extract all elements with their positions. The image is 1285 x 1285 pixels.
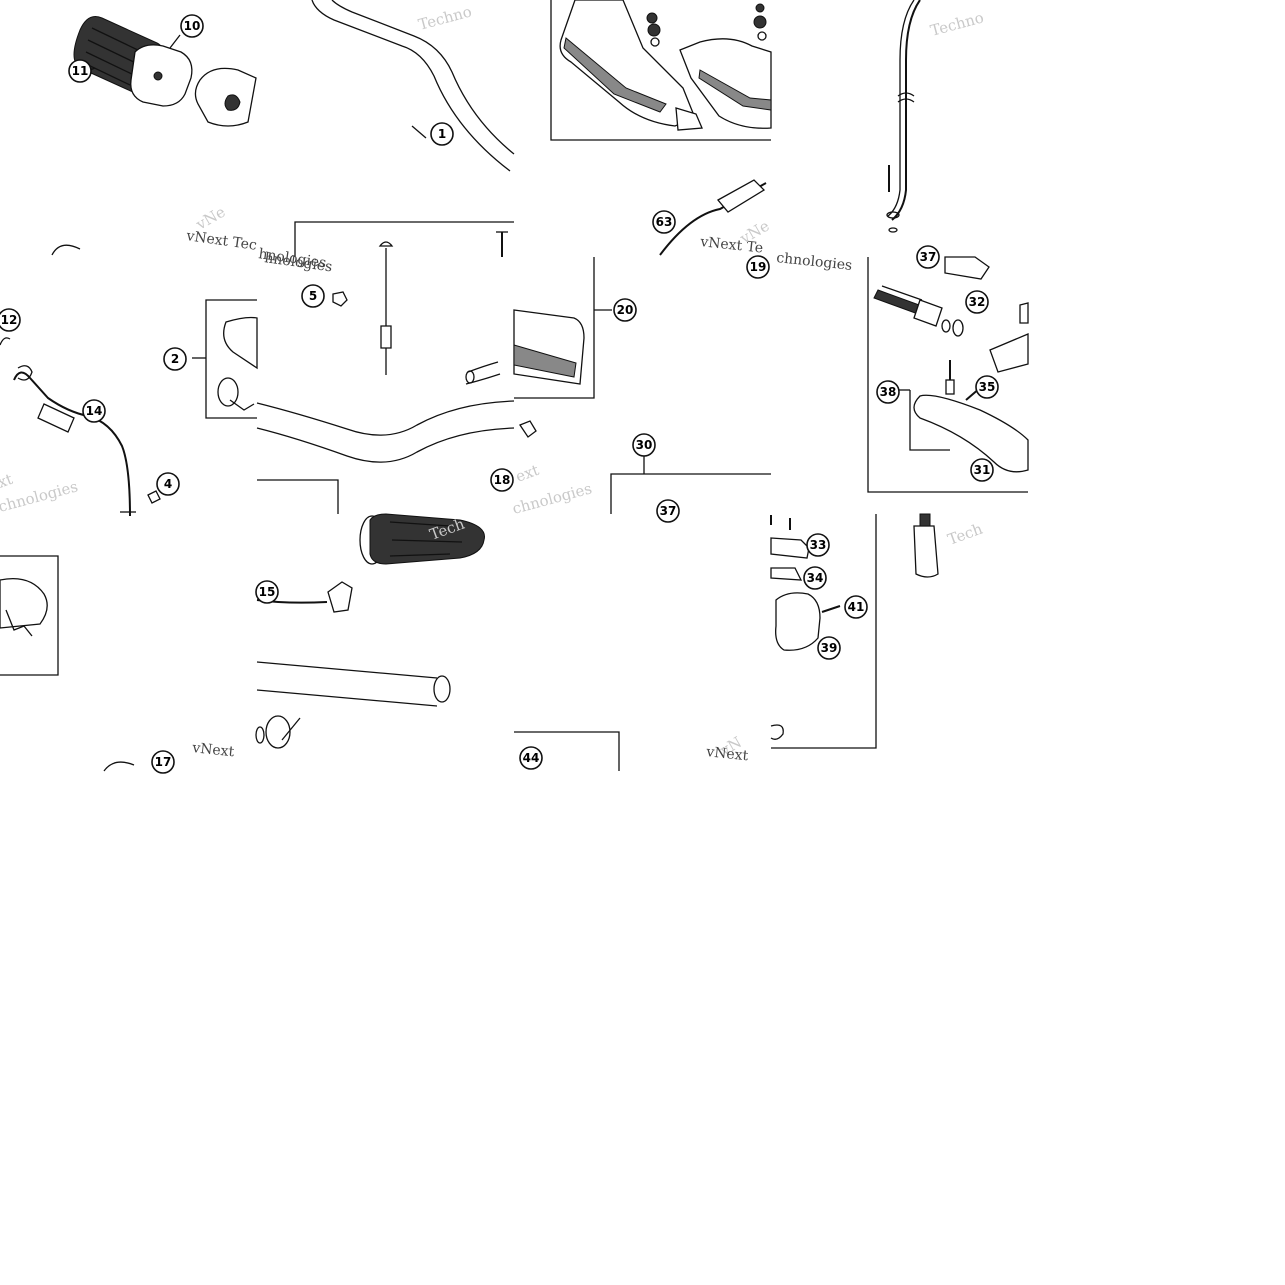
- svg-text:63: 63: [656, 215, 673, 229]
- tile-handlebar: [294, 0, 515, 257]
- watermark-techno-2: Techno: [928, 8, 985, 39]
- tile-cable: [886, 0, 921, 233]
- watermark-vnext-4: vNext: [705, 744, 750, 764]
- tile-grip-bar: [255, 513, 485, 749]
- watermark-xt-1: xt: [0, 470, 15, 492]
- svg-text:35: 35: [979, 380, 996, 394]
- watermark-vnext-3: vNext: [191, 740, 236, 760]
- callout-15: 15: [255, 580, 279, 604]
- mount-bolts: [646, 3, 767, 47]
- watermark-tech-2: Tech: [945, 519, 985, 548]
- tile-hand-guards: [550, 0, 772, 256]
- watermark-techno-1: Techno: [416, 2, 473, 33]
- watermark-vnext-2: vNext Te: [699, 234, 764, 257]
- callouts: 10 11 1 63 19 37 12 2 14 4 5 18 20 30 37…: [0, 14, 999, 774]
- svg-text:19: 19: [750, 260, 767, 274]
- watermark-hnologies-2: hnologies: [263, 250, 333, 275]
- tile-throttle-cable: [0, 299, 258, 517]
- callout-34: 34: [803, 566, 827, 590]
- svg-text:30: 30: [636, 438, 653, 452]
- callout-37-top: 37: [916, 245, 940, 269]
- callout-33: 33: [806, 533, 830, 557]
- callout-44: 44: [519, 746, 543, 770]
- callout-35: 35: [975, 375, 999, 399]
- watermark-chnologies-2: chnologies: [510, 479, 593, 517]
- callout-17: 17: [151, 750, 175, 774]
- svg-text:31: 31: [974, 463, 991, 477]
- svg-text:32: 32: [969, 295, 986, 309]
- svg-text:18: 18: [494, 473, 511, 487]
- callout-4: 4: [156, 472, 180, 496]
- callout-2: 2: [163, 347, 187, 371]
- callout-18: 18: [490, 468, 514, 492]
- callout-31: 31: [970, 458, 994, 482]
- svg-text:4: 4: [164, 477, 172, 491]
- svg-text:14: 14: [86, 404, 103, 418]
- callout-10: 10: [180, 14, 204, 38]
- callout-20: 20: [613, 298, 637, 322]
- callout-30: 30: [632, 433, 656, 457]
- svg-text:5: 5: [309, 289, 317, 303]
- svg-text:37: 37: [920, 250, 937, 264]
- tile-throttle-grip: [51, 16, 257, 256]
- callout-63: 63: [652, 210, 676, 234]
- watermark-chnologies-1: chnologies: [776, 250, 853, 274]
- hand-guard-right: [679, 38, 772, 129]
- tile-empty-with-frame: [514, 731, 620, 771]
- svg-text:39: 39: [821, 641, 838, 655]
- callout-11: 11: [68, 59, 92, 83]
- svg-text:17: 17: [155, 755, 172, 769]
- svg-text:2: 2: [171, 352, 179, 366]
- tile-brake-lever: [867, 256, 1029, 493]
- callout-1: 1: [430, 122, 454, 146]
- svg-text:34: 34: [807, 571, 824, 585]
- svg-text:15: 15: [259, 585, 276, 599]
- svg-text:33: 33: [810, 538, 827, 552]
- tile-guard-part: [0, 555, 135, 772]
- svg-text:37: 37: [660, 504, 677, 518]
- hand-guard-left: [559, 0, 703, 131]
- throttle-housing: [130, 44, 257, 127]
- callout-5: 5: [301, 284, 325, 308]
- callout-38: 38: [876, 380, 900, 404]
- svg-text:11: 11: [72, 64, 89, 78]
- callout-12: 12: [0, 308, 21, 332]
- callout-39: 39: [817, 636, 841, 660]
- callout-32: 32: [965, 290, 989, 314]
- svg-text:20: 20: [617, 303, 634, 317]
- callout-19: 19: [746, 255, 770, 279]
- watermark-ext-1: ext: [513, 461, 541, 486]
- svg-text:44: 44: [523, 751, 540, 765]
- watermark-vnext-1: vNext Tec: [184, 228, 257, 254]
- svg-text:10: 10: [184, 19, 201, 33]
- svg-text:38: 38: [880, 385, 897, 399]
- svg-text:41: 41: [848, 600, 865, 614]
- svg-text:1: 1: [438, 127, 446, 141]
- tile-master-cylinder: [770, 513, 939, 749]
- callout-37-bottom: 37: [656, 499, 680, 523]
- tile-handlebar-switch: [256, 241, 515, 514]
- callout-14: 14: [82, 399, 106, 423]
- callout-41: 41: [844, 595, 868, 619]
- tile-hand-guard-detail: [513, 257, 771, 514]
- svg-text:12: 12: [1, 313, 18, 327]
